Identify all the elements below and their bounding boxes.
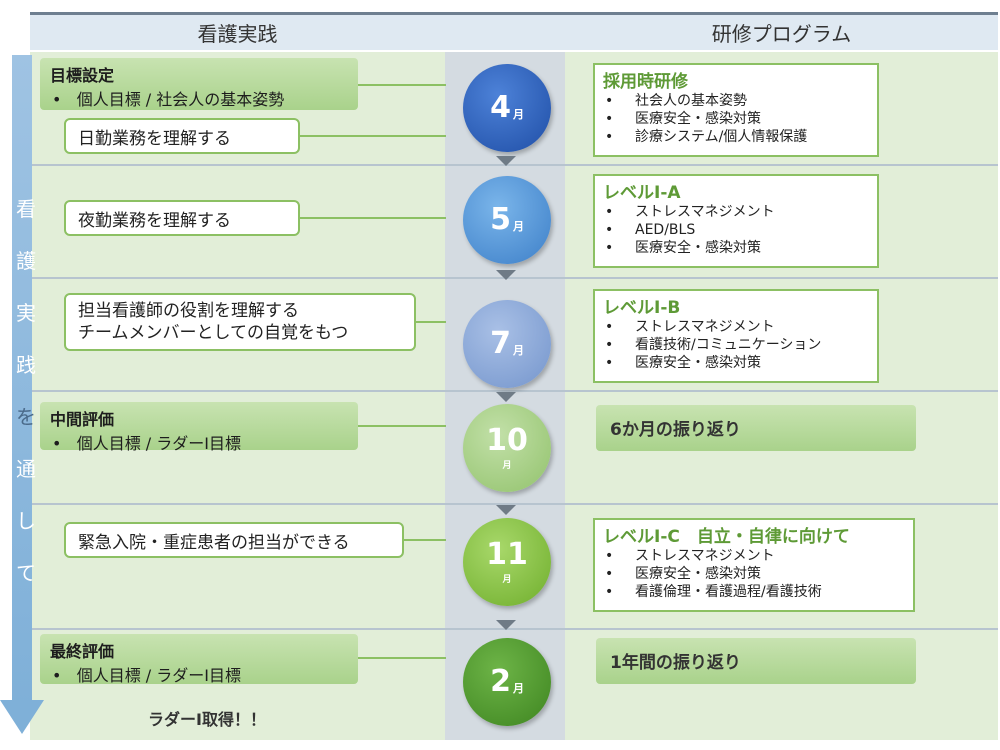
program-title: レベルⅠ-B [603,298,681,318]
down-arrow-icon [496,156,516,166]
connector-line [404,539,446,541]
goal-box-setting: 目標設定 • 個人目標 / 社会人の基本姿勢 [40,58,358,110]
vertical-char: 護 [16,249,36,273]
goal-title: 最終評価 [50,642,115,661]
program-box-hiring: 採用時研修 社会人の基本姿勢 医療安全・感染対策 診療システム/個人情報保護 [593,63,879,157]
header-program-label: 研修プログラム [711,22,852,46]
program-item: 看護倫理・看護過程/看護技術 [603,583,905,601]
goal-title: 中間評価 [50,410,115,429]
header-practice-label: 看護実践 [197,22,278,46]
program-box-level-c: レベルⅠ-C 自立・自律に向けて ストレスマネジメント 医療安全・感染対策 看護… [593,518,915,612]
vertical-char: て [16,561,36,585]
program-item: AED/BLS [603,221,869,239]
program-item: 医療安全・感染対策 [603,110,869,128]
program-item: ストレスマネジメント [603,547,905,565]
down-arrow-icon [496,505,516,515]
review-box-one-year: 1年間の振り返り [596,638,916,684]
connector-line [358,84,446,86]
down-arrow-icon [496,392,516,402]
practice-box: 日勤業務を理解する [64,118,300,154]
connector-line [300,217,446,219]
vertical-char: を [16,405,36,429]
program-item: 医療安全・感染対策 [603,565,905,583]
goal-subtitle: • 個人目標 / ラダーⅠ目標 [52,666,241,685]
program-item: 診療システム/個人情報保護 [603,128,869,146]
down-arrow-icon [496,270,516,280]
connector-line [300,135,446,137]
program-item: 社会人の基本姿勢 [603,92,869,110]
vertical-char: 践 [16,353,36,377]
goal-box-midterm: 中間評価 • 個人目標 / ラダーⅠ目標 [40,402,358,453]
goal-title: 目標設定 [50,66,115,85]
vertical-char: し [16,509,36,533]
goal-box-final: 最終評価 • 個人目標 / ラダーⅠ目標 [40,634,358,685]
practice-box: 緊急入院・重症患者の担当ができる [64,522,404,558]
program-box-level-b: レベルⅠ-B ストレスマネジメント 看護技術/コミュニケーション 医療安全・感染… [593,289,879,383]
connector-line [358,425,446,427]
vertical-char: 通 [16,457,36,481]
row-divider [30,390,998,392]
goal-subtitle: • 個人目標 / 社会人の基本姿勢 [52,90,285,109]
program-title: レベルⅠ-C 自立・自律に向けて [603,527,850,547]
program-title: 採用時研修 [603,72,688,92]
ladder-achievement: ラダーⅠ取得！！ [148,710,266,729]
header-program-spacer [445,12,565,50]
program-item: ストレスマネジメント [603,203,869,221]
down-arrow-icon [496,620,516,630]
connector-line [358,657,446,659]
vertical-char: 実 [16,301,36,325]
header-practice: 看護実践 [30,12,445,50]
program-item: 医療安全・感染対策 [603,239,869,257]
timeline-arrow-shaft [12,55,32,705]
program-box-level-a: レベルⅠ-A ストレスマネジメント AED/BLS 医療安全・感染対策 [593,174,879,268]
program-title: レベルⅠ-A [603,183,681,203]
vertical-char: 看 [16,197,36,221]
program-item: 医療安全・感染対策 [603,354,869,372]
review-box-six-months: 6か月の振り返り [596,405,916,451]
program-item: ストレスマネジメント [603,318,869,336]
row-divider [30,503,998,505]
practice-box: 担当看護師の役割を理解する チームメンバーとしての自覚をもつ [64,293,416,351]
vertical-caption: 看 護 実 践 を 通 し て [14,196,38,612]
connector-line [416,321,446,323]
program-item: 看護技術/コミュニケーション [603,336,869,354]
header-program: 研修プログラム [565,12,998,50]
timeline-arrow-head [0,700,44,734]
practice-box: 夜勤業務を理解する [64,200,300,236]
goal-subtitle: • 個人目標 / ラダーⅠ目標 [52,434,241,453]
